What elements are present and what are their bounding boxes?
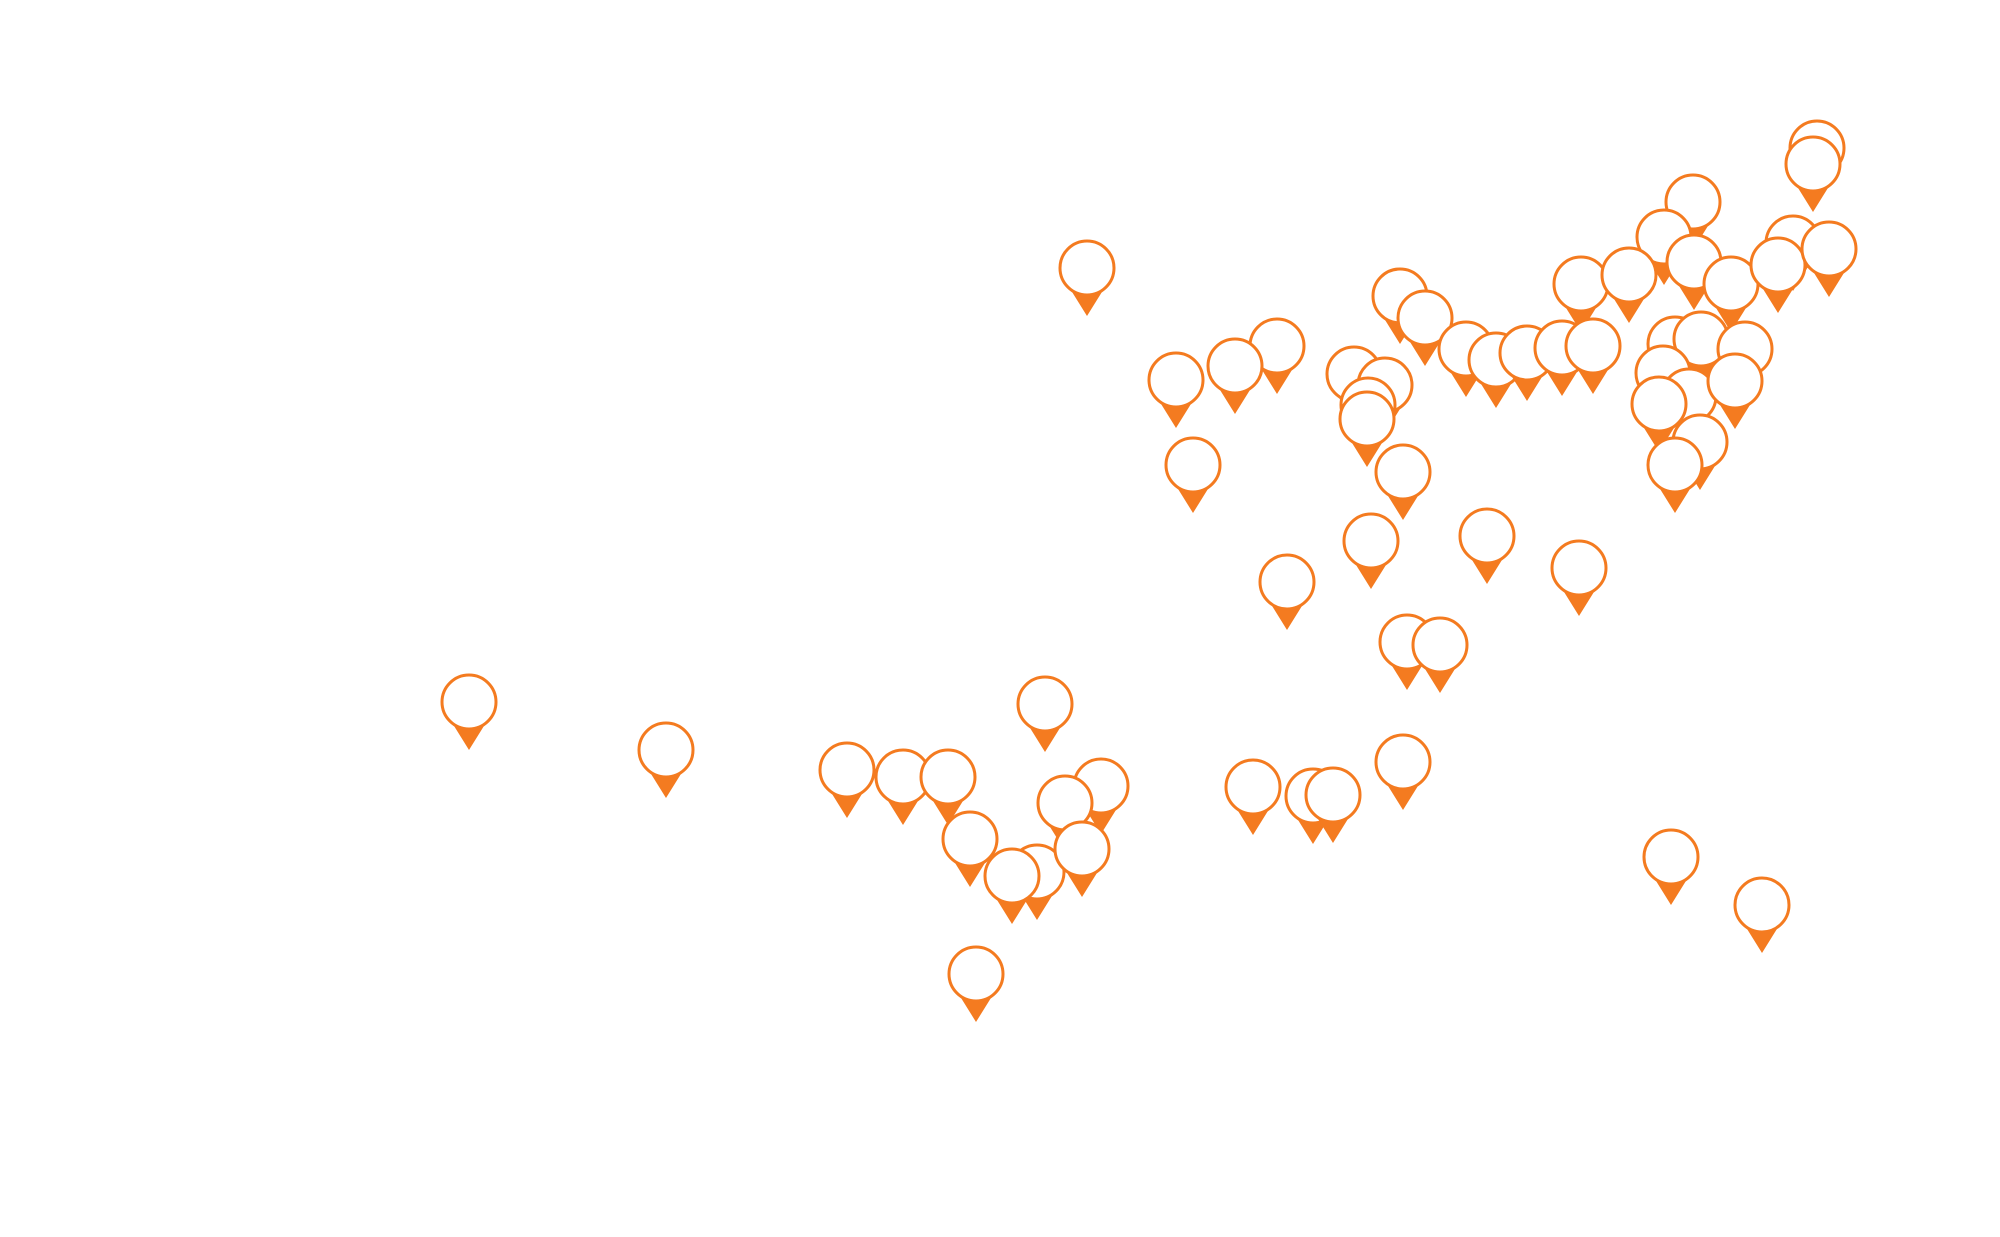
map-pin-icon[interactable] [1564, 317, 1622, 394]
map-pin-head [1749, 236, 1807, 294]
map-pin-icon[interactable] [941, 810, 999, 887]
map-pin-head [1053, 820, 1111, 878]
map-pin-head [1642, 828, 1700, 886]
map-pin-head [1552, 255, 1610, 313]
map-pin-icon[interactable] [1642, 828, 1700, 905]
map-pin-head [440, 673, 498, 731]
map-pin-head [818, 741, 876, 799]
map-pin-icon[interactable] [1800, 220, 1858, 297]
map-pin-icon[interactable] [1206, 337, 1264, 414]
map-pin-icon[interactable] [919, 748, 977, 825]
map-pin-icon[interactable] [1304, 766, 1362, 843]
map-pin-head [1550, 539, 1608, 597]
map-pin-icon[interactable] [1733, 876, 1791, 953]
map-pin-head [1733, 876, 1791, 934]
map-pin-head [1164, 436, 1222, 494]
map-pin-head [1800, 220, 1858, 278]
map-pin-icon[interactable] [1338, 390, 1396, 467]
map-pin-icon[interactable] [1053, 820, 1111, 897]
map-pin-icon[interactable] [1600, 246, 1658, 323]
map-pin-icon[interactable] [1630, 375, 1688, 452]
map-pin-head [919, 748, 977, 806]
map-pin-icon[interactable] [1396, 289, 1454, 366]
map-pin-head [983, 847, 1041, 905]
map-pin-icon[interactable] [1411, 616, 1469, 693]
map-pin-icon[interactable] [1058, 239, 1116, 316]
map-pin-icon[interactable] [983, 847, 1041, 924]
map-pin-head [1338, 390, 1396, 448]
map-pin-head [1058, 239, 1116, 297]
map-pin-icon[interactable] [1342, 512, 1400, 589]
map-pin-head [1224, 758, 1282, 816]
map-pin-icon[interactable] [1706, 352, 1764, 429]
map-pin-icon[interactable] [947, 945, 1005, 1022]
map-pin-head [1458, 507, 1516, 565]
map-pin-icon[interactable] [874, 748, 932, 825]
map-pin-icon[interactable] [1016, 675, 1074, 752]
map-pin-head [1147, 351, 1205, 409]
map-pin-head [941, 810, 999, 868]
map-pin-head [1646, 436, 1704, 494]
map-pin-head [1411, 616, 1469, 674]
map-pin-head [1342, 512, 1400, 570]
map-pin-head [1374, 733, 1432, 791]
map-pin-icon[interactable] [818, 741, 876, 818]
map-pin-head [1304, 766, 1362, 824]
map-pin-head [1564, 317, 1622, 375]
map-pin-icon[interactable] [1258, 553, 1316, 630]
map-pin-icon[interactable] [1458, 507, 1516, 584]
map-pin-icon[interactable] [1646, 436, 1704, 513]
map-pin-icon[interactable] [1784, 135, 1842, 212]
map-pin-head [947, 945, 1005, 1003]
map-pin-icon[interactable] [1374, 443, 1432, 520]
map-pin-head [1374, 443, 1432, 501]
map-pin-head [1706, 352, 1764, 410]
map-pin-icon[interactable] [440, 673, 498, 750]
map-pin-head [1630, 375, 1688, 433]
map-pin-head [1600, 246, 1658, 304]
map-pin-head [1206, 337, 1264, 395]
map-pin-icon[interactable] [1749, 236, 1807, 313]
marker-layer [440, 119, 1858, 1022]
map-pin-icon[interactable] [1550, 539, 1608, 616]
map-pin-icon[interactable] [637, 721, 695, 798]
map-pin-icon[interactable] [1164, 436, 1222, 513]
map-pin-head [1258, 553, 1316, 611]
map-pin-icon[interactable] [1374, 733, 1432, 810]
map-pin-head [1396, 289, 1454, 347]
map-pin-head [1016, 675, 1074, 733]
map-pin-icon[interactable] [1147, 351, 1205, 428]
map-pin-head [637, 721, 695, 779]
map-pin-head [1784, 135, 1842, 193]
map-pin-icon[interactable] [1224, 758, 1282, 835]
